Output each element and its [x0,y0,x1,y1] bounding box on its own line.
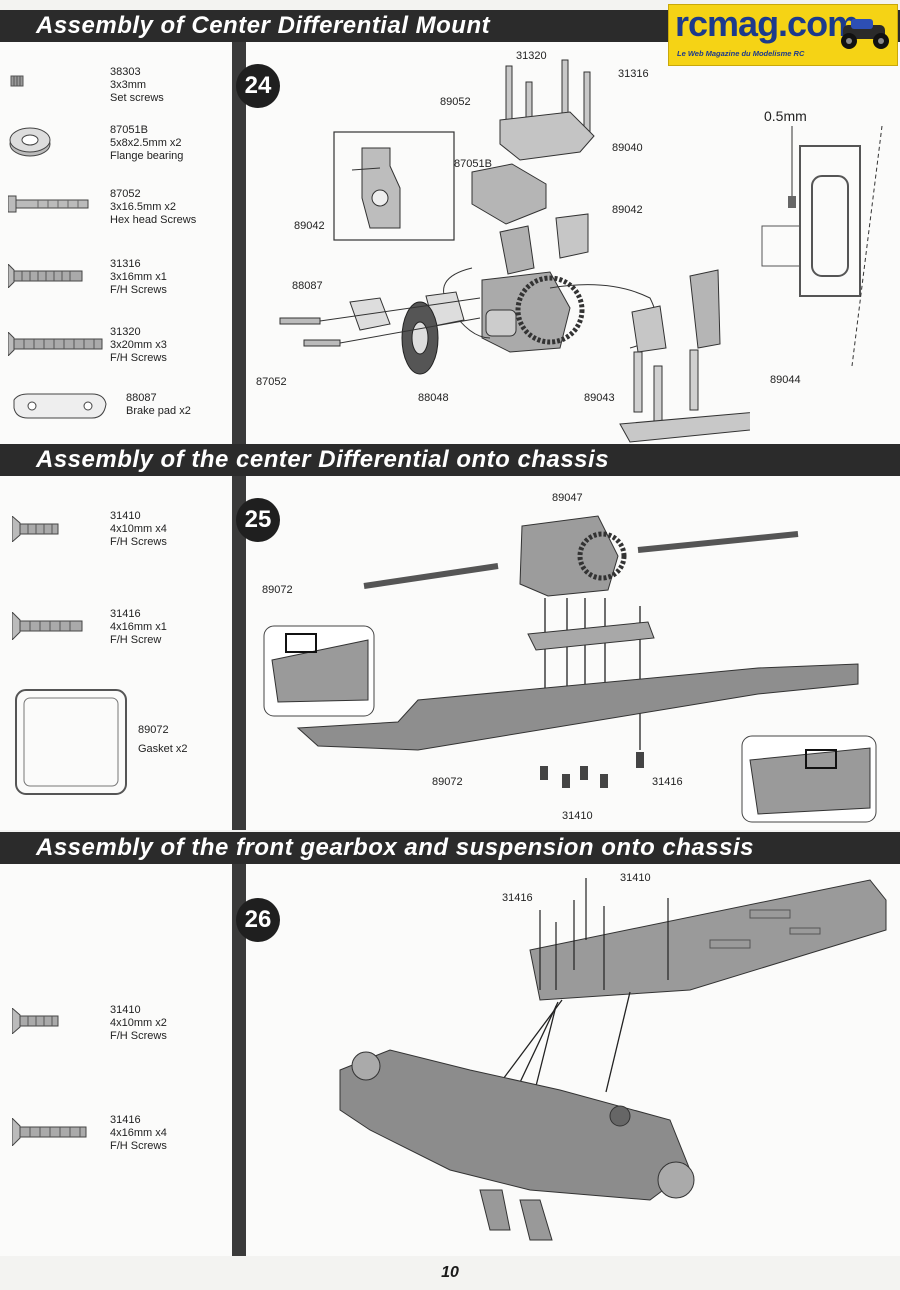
fh-screw-icon-31410-s26 [12,1008,59,1034]
fh-screw-icon-31316 [8,264,83,288]
callout-89042-a: 89042 [612,204,643,216]
section-25-title: Assembly of the center Differential onto… [36,446,610,473]
clearance-label: 0.5mm [764,108,807,124]
callout-88048: 88048 [418,392,449,404]
part-code: 31320 [110,326,141,338]
callout-89043: 89043 [584,392,615,404]
part-code: 31410 [110,1004,141,1016]
callout-89052: 89052 [440,96,471,108]
part-code: 31416 [110,608,141,620]
section-24-panel [0,40,900,445]
part-size: 5x8x2.5mm x2 [110,137,182,149]
section-25-divider [232,476,246,830]
part-size: 4x16mm x4 [110,1127,167,1139]
part-size: 3x16.5mm x2 [110,201,177,213]
part-desc: F/H Screws [110,1030,167,1042]
fh-screw-icon-31416 [12,612,83,640]
set-screw-icon [10,75,24,87]
step-26-badge: 26 [236,898,280,942]
part-code: 87052 [110,188,141,200]
clearance-detail-drawing [761,126,883,367]
part-desc: Gasket x2 [138,743,188,755]
part-desc: Flange bearing [110,150,184,162]
callout-89044: 89044 [770,374,801,386]
step-24-badge: 24 [236,64,280,108]
section-24-divider [232,42,246,445]
callout-31410-s25: 31410 [562,810,593,822]
part-desc: Set screws [110,92,164,104]
brake-pad-icon [13,393,107,419]
part-desc: F/H Screws [110,352,167,364]
callout-87052: 87052 [256,376,287,388]
part-code: 31410 [110,510,141,522]
part-88087: 88087 Brake pad x2 [126,392,191,418]
part-31416-s26: 31416 4x16mm x4 F/H Screws [110,1114,167,1153]
logo-tagline: Le Web Magazine du Modelisme RC [677,49,805,58]
hex-screw-icon [8,195,89,213]
page-number: 10 [441,1264,459,1281]
logo-text: rcmag.com [675,3,859,44]
callout-88087: 88087 [292,280,323,292]
fh-screw-icon-31416-s26 [12,1118,87,1146]
part-size: 3x16mm x1 [110,271,167,283]
part-31416: 31416 4x16mm x1 F/H Screw [110,608,167,647]
part-87051B: 87051B 5x8x2.5mm x2 Flange bearing [110,124,183,163]
part-size: 3x3mm [110,79,147,91]
part-code: 31416 [110,1114,141,1126]
section-26-title-bar: Assembly of the front gearbox and suspen… [0,832,900,864]
part-desc: Hex head Screws [110,214,197,226]
callout-89040: 89040 [612,142,643,154]
rc-car-icon [841,19,889,49]
part-89072: 89072 Gasket x2 [138,724,188,756]
callout-89072-chassis: 89072 [432,776,463,788]
callout-31416-s26: 31416 [502,892,533,904]
front-gearbox-diagram [339,878,887,1241]
part-code: 87051B [110,124,148,136]
part-size: 4x10mm x4 [110,523,167,535]
callout-31410-s26: 31410 [620,872,651,884]
center-diff-mount-diagram [279,59,750,443]
callout-89072-inset: 89072 [262,584,293,596]
part-code: 88087 [126,392,157,404]
part-code: 38303 [110,66,141,78]
part-desc: F/H Screws [110,536,167,548]
part-31410-s26: 31410 4x10mm x2 F/H Screws [110,1004,167,1043]
part-size: 4x10mm x2 [110,1017,167,1029]
part-size: 3x20mm x3 [110,339,167,351]
part-31320: 31320 3x20mm x3 F/H Screws [110,326,167,365]
part-31316: 31316 3x16mm x1 F/H Screws [110,258,167,297]
part-desc: Brake pad x2 [126,405,191,417]
gasket-icon [15,689,127,795]
callout-31316: 31316 [618,68,649,80]
fh-screw-icon-31320 [8,332,103,356]
section-24-title: Assembly of Center Differential Mount [36,12,491,39]
section-25-title-bar: Assembly of the center Differential onto… [0,444,900,476]
part-87052: 87052 3x16.5mm x2 Hex head Screws [110,188,196,227]
part-desc: F/H Screws [110,1140,167,1152]
step-25-badge: 25 [236,498,280,542]
callout-89042-b: 89042 [294,220,325,232]
part-38303: 38303 3x3mm Set screws [110,66,164,105]
part-size: 4x16mm x1 [110,621,167,633]
part-desc: F/H Screws [110,284,167,296]
callout-31320: 31320 [516,50,547,62]
callout-31416-s25: 31416 [652,776,683,788]
rcmag-logo: rcmag.com Le Web Magazine du Modelisme R… [668,3,898,66]
part-desc: F/H Screw [110,634,162,646]
fh-screw-icon-31410 [12,516,59,542]
callout-87051B: 87051B [454,158,492,170]
section-26-title: Assembly of the front gearbox and suspen… [36,834,754,861]
part-31410: 31410 4x10mm x4 F/H Screws [110,510,167,549]
center-diff-chassis-diagram [263,515,877,823]
flange-bearing-icon [9,127,51,157]
part-code: 89072 [138,724,169,736]
part-code: 31316 [110,258,141,270]
section-26-divider [232,864,246,1256]
callout-89047: 89047 [552,492,583,504]
